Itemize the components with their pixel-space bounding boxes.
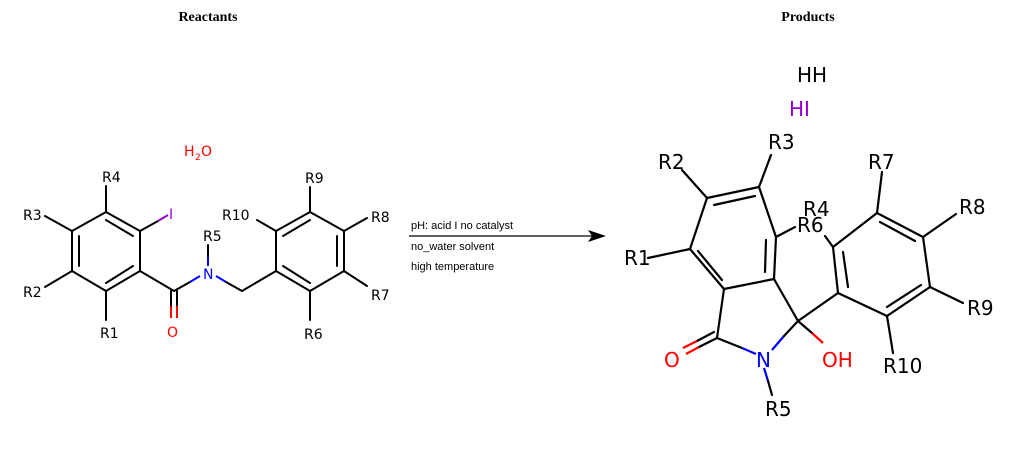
product-r2-label: R2 [658,150,685,174]
product-r5-label: R5 [765,397,792,421]
product-r9-label: R9 [967,296,994,320]
reactant-r2-label: R2 [23,285,42,301]
amide-reactant: R4 R3 R2 R1 I N R5 O R10 R9 R8 R7 R6 [23,170,390,343]
aryl-ring-bonds [831,211,932,318]
reactant-r9-label: R9 [305,171,324,187]
reaction-arrow [409,230,606,242]
reactants-header: Reactants [178,10,238,25]
benzo-ring-bonds [688,185,778,291]
products-header: Products [781,10,835,25]
ring-b-bonds [275,211,345,292]
product-r7-label: R7 [868,150,895,174]
reactant-nitrogen-label: N [203,267,213,283]
reactant-r5-label: R5 [203,229,222,245]
product-r10-label: R10 [883,354,922,378]
reactant-r4-label: R4 [102,170,121,186]
condition-ph: pH: acid I no catalyst [411,220,513,232]
reactant-iodine-label: I [169,207,173,223]
ring-a-bonds [71,211,141,292]
product-nitrogen-label: N [756,348,771,372]
product-r6-label: R6 [797,213,824,237]
condition-temperature: high temperature [411,261,494,273]
water-subscript: 2 [195,153,201,163]
product-hh: HH [797,63,827,87]
reactant-r6-label: R6 [304,327,323,343]
reactant-r10-label: R10 [222,208,250,224]
water-o: O [201,144,212,160]
product-hydroxyl-label: OH [822,348,853,372]
product-r3-label: R3 [768,130,795,154]
reactant-r7-label: R7 [371,288,390,304]
product-r4-label: R4 [803,197,830,221]
reactant-r8-label: R8 [371,210,390,226]
product-r8-label: R8 [959,195,986,219]
isoindolinone-product: R3 R2 R1 R4 R6 R7 R8 R9 R10 N R5 O OH [624,130,994,421]
condition-solvent: no_water solvent [411,241,494,253]
reactant-r1-label: R1 [100,326,119,342]
reactant-r3-label: R3 [23,208,42,224]
product-hi: HI [789,97,810,121]
water-molecule: H 2 O [184,144,212,163]
product-oxygen-label: O [664,348,680,372]
water-h: H [184,144,195,160]
reactant-oxygen-label: O [167,325,178,341]
reaction-conditions: pH: acid I no catalyst no_water solvent … [411,220,513,273]
product-r1-label: R1 [624,246,651,270]
